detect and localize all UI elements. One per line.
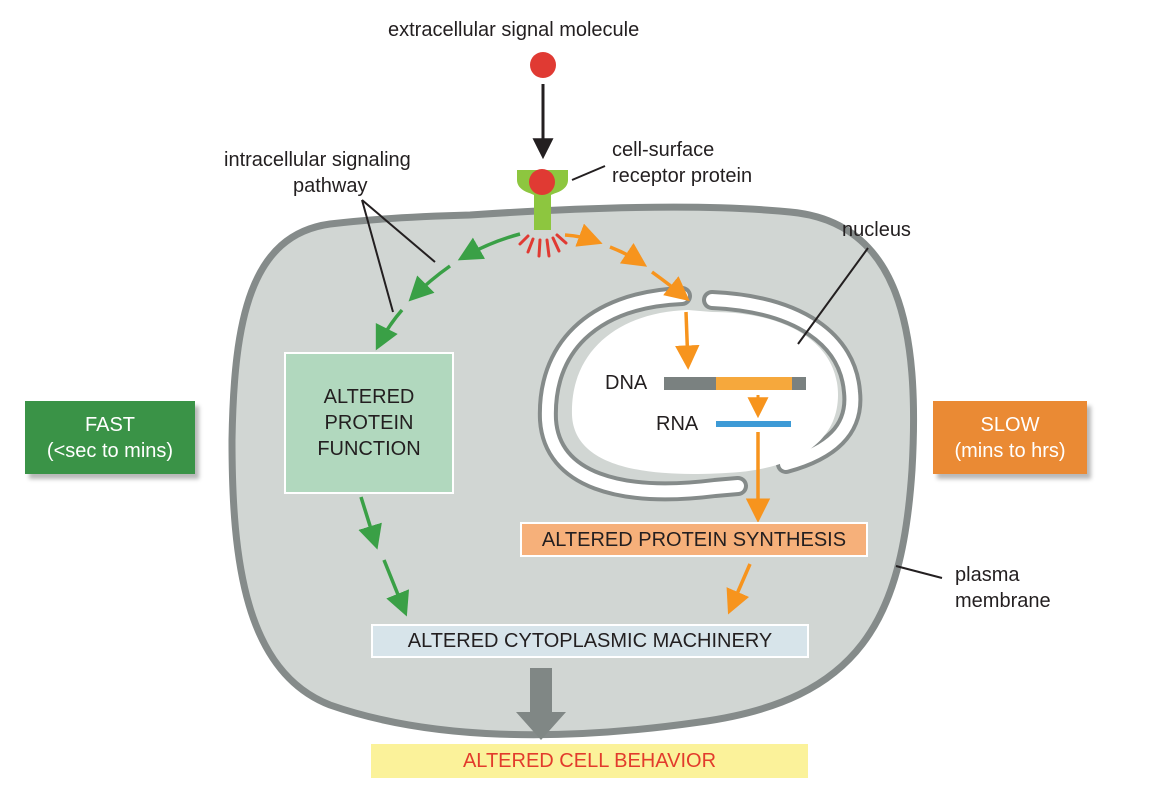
- slow-tag: SLOW (mins to hrs): [933, 401, 1087, 474]
- receptor-label-line1: cell-surface: [612, 139, 715, 161]
- slow-pathway: [564, 223, 771, 615]
- pathway-label-line2: pathway: [293, 175, 368, 197]
- output-arrow: [516, 668, 566, 740]
- receptor-label-line2: receptor protein: [612, 165, 753, 187]
- signal-molecule-label: extracellular signal molecule: [388, 19, 640, 41]
- altered-cytoplasmic-machinery-box: ALTERED CYTOPLASMIC MACHINERY: [371, 624, 809, 658]
- protein-function-line3: FUNCTION: [317, 438, 421, 460]
- pathway-label-line1: intracellular signaling: [224, 149, 411, 171]
- nucleus-label: nucleus: [842, 219, 911, 241]
- activation-burst-icon: [518, 233, 568, 258]
- receptor-protein: [517, 169, 568, 230]
- altered-protein-synthesis-box: ALTERED PROTEIN SYNTHESIS: [520, 522, 868, 557]
- dna-bar-gene: [716, 377, 792, 390]
- nucleus-pointer: [797, 247, 869, 345]
- dna-bar-right: [792, 377, 806, 390]
- membrane-label-line1: plasma: [955, 564, 1020, 586]
- fast-tag: FAST (<sec to mins): [25, 401, 195, 474]
- protein-function-line2: PROTEIN: [324, 412, 414, 434]
- rna-bar: [716, 421, 791, 427]
- membrane-label-line2: membrane: [955, 590, 1051, 612]
- dna-bar-left: [664, 377, 716, 390]
- slow-title: SLOW: [980, 413, 1040, 436]
- fast-subtitle: (<sec to mins): [46, 439, 174, 462]
- protein-function-line1: ALTERED: [323, 386, 415, 408]
- signal-molecule: [530, 52, 556, 78]
- fast-pathway: [358, 232, 521, 617]
- receptor-pointer: [571, 165, 606, 181]
- dna-label: DNA: [605, 372, 648, 394]
- slow-subtitle: (mins to hrs): [954, 439, 1066, 462]
- rna-label: RNA: [656, 413, 699, 435]
- fast-title: FAST: [84, 413, 135, 436]
- altered-protein-function-box: ALTERED PROTEIN FUNCTION: [284, 352, 454, 494]
- pathway-pointer-2: [361, 199, 394, 313]
- altered-cell-behavior-box: ALTERED CELL BEHAVIOR: [371, 744, 808, 778]
- pathway-pointer-1: [361, 199, 436, 263]
- membrane-pointer: [895, 565, 943, 579]
- nucleus-envelope: [537, 286, 863, 502]
